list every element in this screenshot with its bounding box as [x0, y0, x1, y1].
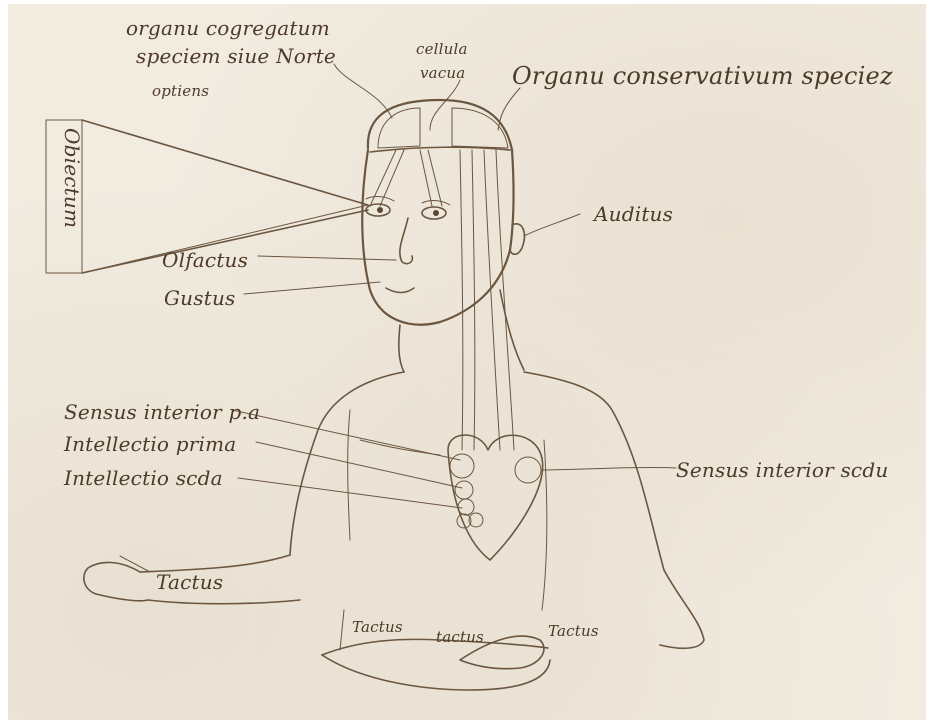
anatomical-drawing [8, 4, 926, 720]
label-speciem-siue-norte: speciem siue Norte [136, 44, 336, 68]
label-intellectio-secunda: Intellectio scda [64, 466, 223, 490]
label-olfactus: Olfactus [162, 248, 248, 272]
label-tactus-belly-left: Tactus [352, 618, 403, 636]
label-organum-congregatum: organu cogregatum [126, 16, 330, 40]
label-intellectio-prima: Intellectio prima [64, 432, 236, 456]
parchment-page: organu cogregatum speciem siue Norte opt… [8, 4, 926, 720]
label-obiectum: Obiectum [60, 128, 84, 228]
nerve-channels [370, 150, 514, 450]
label-leaders [232, 64, 676, 508]
label-organum-conservativum: Organu conservativum speciez [512, 62, 893, 90]
label-gustus: Gustus [164, 286, 236, 310]
label-auditus: Auditus [594, 202, 673, 226]
label-tactus-belly-center: tactus [436, 628, 484, 646]
label-tactus-right: Tactus [548, 622, 599, 640]
label-optiens: optiens [152, 82, 209, 100]
label-tactus-hand: Tactus [156, 570, 223, 594]
label-cellula: cellula [416, 40, 468, 58]
label-sensus-interior-prima: Sensus interior p.a [64, 400, 260, 424]
label-sensus-interior-secunda: Sensus interior scdu [676, 458, 888, 482]
heart [448, 435, 543, 560]
label-vacua: vacua [420, 64, 465, 82]
